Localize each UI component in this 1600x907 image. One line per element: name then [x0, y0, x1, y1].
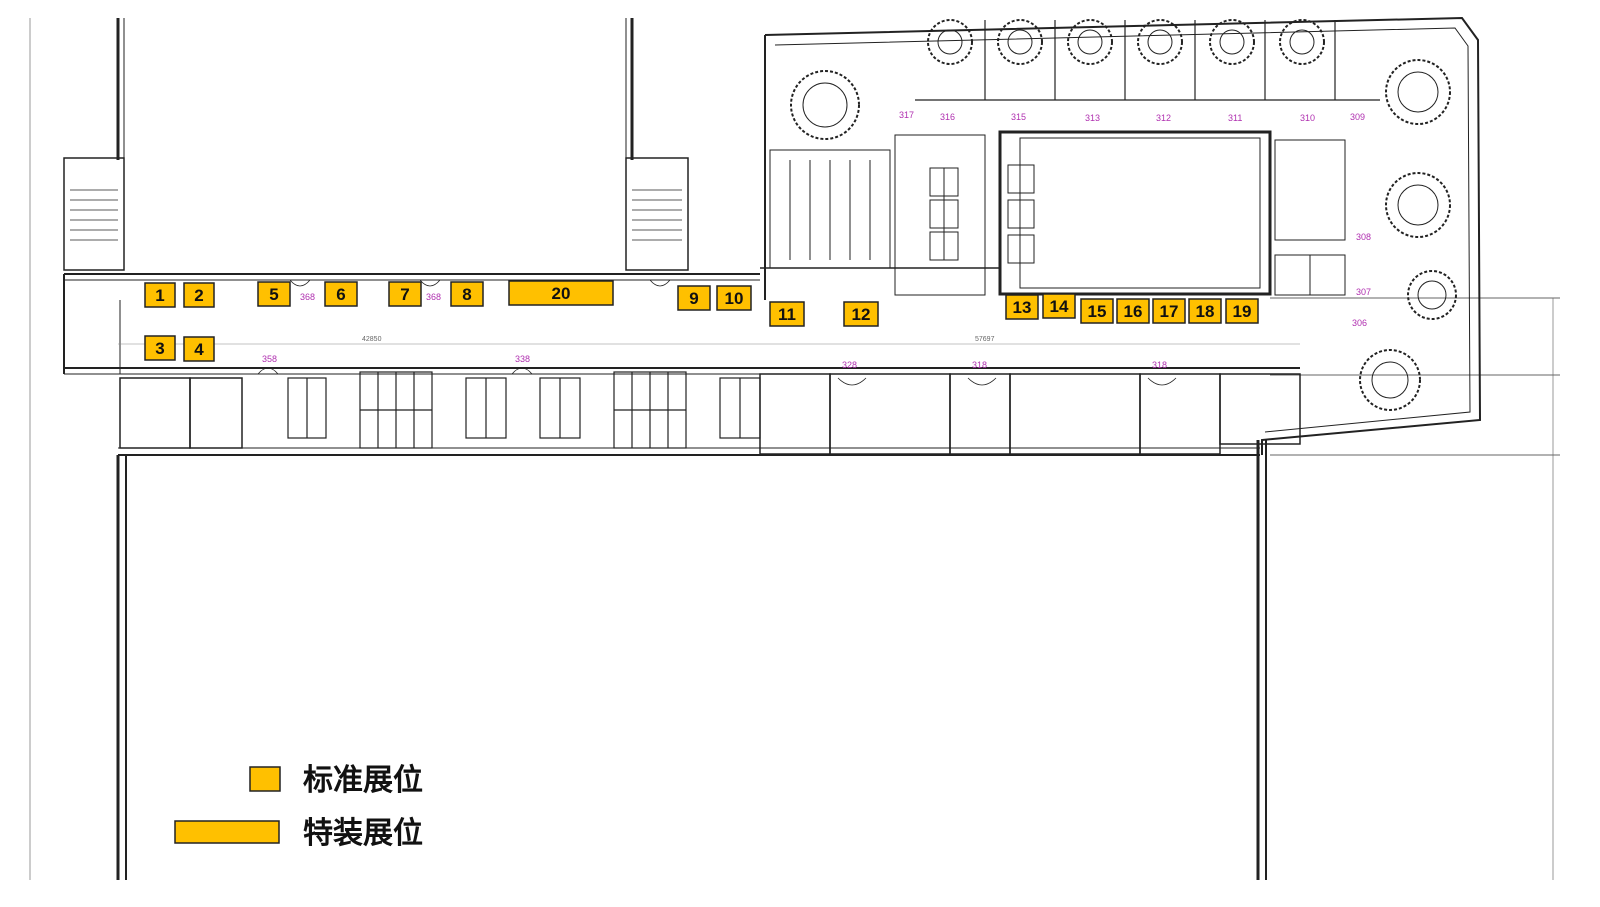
booth-number: 6 [336, 285, 345, 304]
booth-number: 20 [552, 284, 571, 303]
legend-standard-swatch [249, 766, 281, 792]
walls-layer [29, 16, 1560, 880]
room-number-label: 310 [1300, 113, 1315, 123]
booth-number: 13 [1013, 298, 1032, 317]
room-numbers: 317 316 315 313 312 311 310 309 308 307 … [262, 110, 1371, 370]
legend-special-swatch [174, 820, 280, 844]
booth-16[interactable]: 16 [1116, 298, 1150, 324]
corridor-dimension-left: 42850 [362, 336, 382, 343]
room-number-label: 368 [300, 292, 315, 302]
legend-standard-label: 标准展位 [303, 763, 423, 798]
room-number-label: 338 [515, 354, 530, 364]
booth-12[interactable]: 12 [843, 301, 879, 327]
booth-9[interactable]: 9 [677, 285, 711, 311]
booth-number: 16 [1124, 302, 1143, 321]
dimension-labels: 42850 57697 [362, 336, 995, 343]
booth-number: 8 [462, 285, 471, 304]
corridor-dimension-right: 57697 [975, 336, 995, 343]
booth-1[interactable]: 1 [144, 282, 176, 308]
booth-18[interactable]: 18 [1188, 298, 1222, 324]
booth-number: 2 [194, 286, 203, 305]
room-number-label: 307 [1356, 287, 1371, 297]
booth-11[interactable]: 11 [769, 301, 805, 327]
booth-number: 7 [400, 285, 409, 304]
booth-number: 1 [155, 286, 164, 305]
booth-7[interactable]: 7 [388, 281, 422, 307]
booth-19[interactable]: 19 [1225, 298, 1259, 324]
booth-8[interactable]: 8 [450, 281, 484, 307]
booth-number: 11 [778, 305, 796, 324]
booth-number: 10 [725, 289, 744, 308]
room-number-label: 313 [1085, 113, 1100, 123]
booth-2[interactable]: 2 [183, 282, 215, 308]
room-number-label: 315 [1011, 112, 1026, 122]
booth-13[interactable]: 13 [1005, 294, 1039, 320]
room-number-label: 368 [426, 292, 441, 302]
booth-10[interactable]: 10 [716, 285, 752, 311]
room-number-label: 318 [972, 360, 987, 370]
booth-15[interactable]: 15 [1080, 298, 1114, 324]
booth-20-special[interactable]: 20 [508, 280, 614, 306]
booth-number: 3 [155, 339, 164, 358]
booths-layer: 1 2 3 4 5 6 7 8 20 9 10 11 12 13 14 15 1… [144, 280, 1259, 362]
booth-number: 9 [689, 289, 698, 308]
room-number-label: 306 [1352, 318, 1367, 328]
room-number-label: 328 [842, 360, 857, 370]
legend: 标准展位 特装展位 [174, 763, 423, 851]
booth-3[interactable]: 3 [144, 335, 176, 361]
legend-special-label: 特装展位 [303, 816, 423, 851]
booth-17[interactable]: 17 [1152, 298, 1186, 324]
booth-number: 18 [1196, 302, 1215, 321]
room-number-label: 358 [262, 354, 277, 364]
room-number-label: 312 [1156, 113, 1171, 123]
booth-6[interactable]: 6 [324, 281, 358, 307]
booth-number: 12 [852, 305, 871, 324]
booth-14[interactable]: 14 [1042, 293, 1076, 319]
booth-number: 19 [1233, 302, 1252, 321]
booth-number: 17 [1160, 302, 1179, 321]
room-number-label: 317 [899, 110, 914, 120]
room-number-label: 316 [940, 112, 955, 122]
booth-number: 14 [1050, 297, 1069, 316]
booth-number: 5 [269, 285, 278, 304]
room-number-label: 309 [1350, 112, 1365, 122]
booth-number: 4 [194, 340, 204, 359]
booth-number: 15 [1088, 302, 1107, 321]
room-number-label: 311 [1228, 113, 1242, 123]
room-number-label: 308 [1356, 232, 1371, 242]
room-number-label: 318 [1152, 360, 1167, 370]
booth-4[interactable]: 4 [183, 336, 215, 362]
booth-5[interactable]: 5 [257, 281, 291, 307]
